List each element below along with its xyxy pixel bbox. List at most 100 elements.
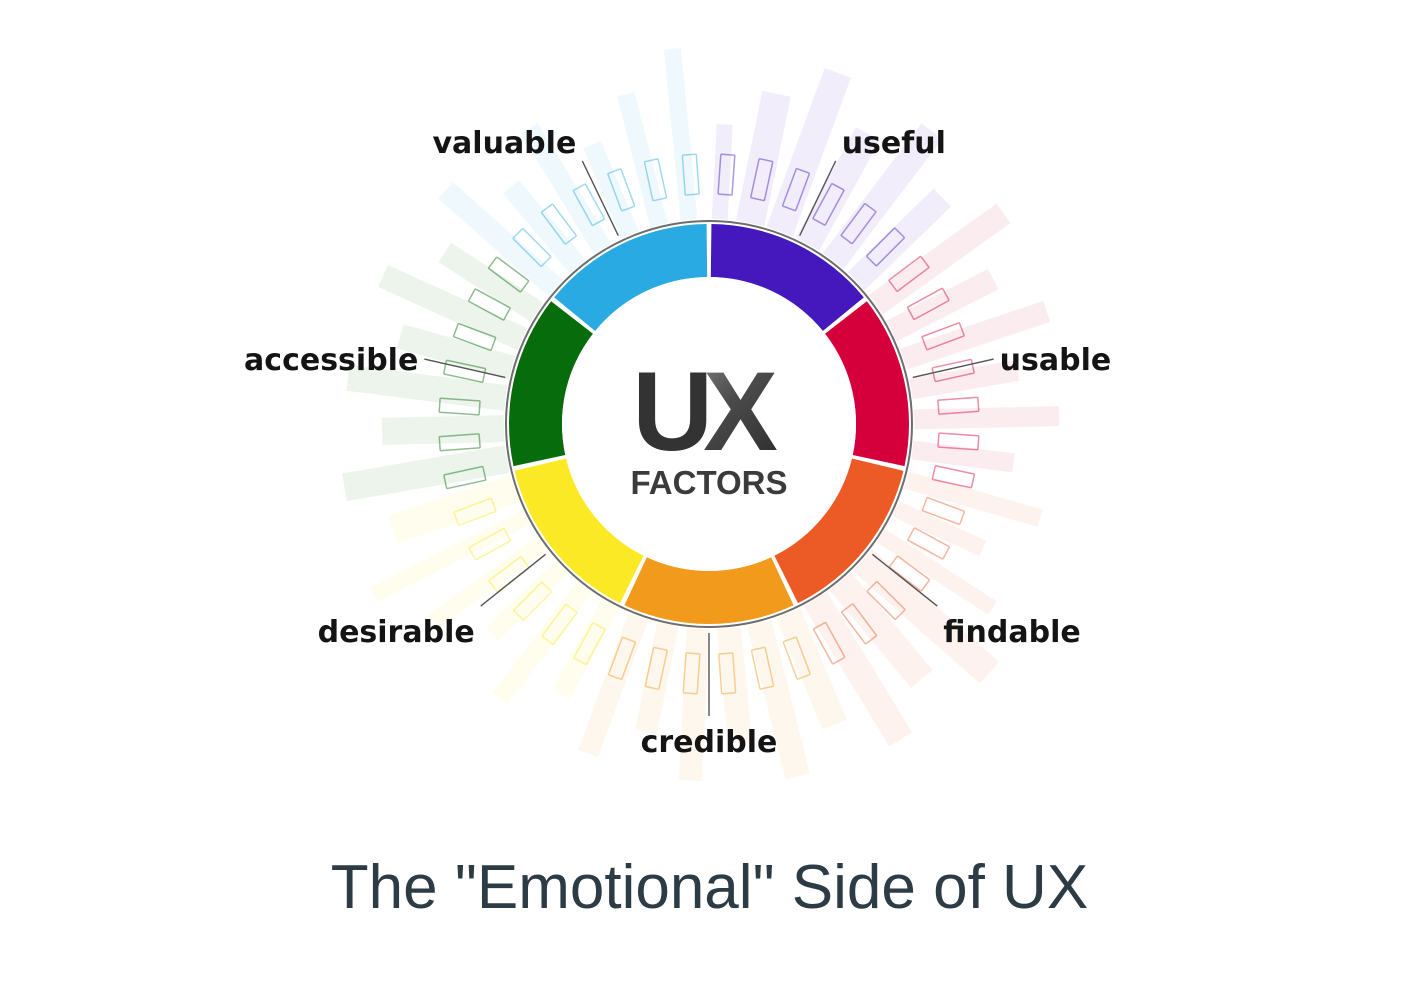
background-ray	[766, 68, 851, 237]
background-ray	[909, 360, 1020, 400]
outline-tick	[540, 203, 577, 245]
background-ray	[663, 47, 698, 221]
background-ray	[428, 536, 548, 629]
outline-tick	[682, 652, 701, 695]
label-useful: useful	[842, 126, 946, 161]
inner-disc	[562, 277, 856, 571]
caption: The "Emotional" Side of UX	[330, 853, 1089, 922]
logo-x: X	[703, 349, 777, 474]
outline-tick	[840, 203, 877, 245]
outline-tick	[937, 432, 980, 451]
background-ray	[822, 123, 943, 269]
outline-tick	[931, 358, 975, 383]
label-desirable: desirable	[318, 615, 475, 650]
background-ray	[911, 440, 1015, 473]
outline-tick	[931, 465, 975, 489]
leader-desirable	[480, 553, 547, 607]
ux-factors-logo: UX FACTORS	[630, 349, 787, 501]
outline-tick	[452, 323, 497, 351]
segment-usable	[825, 301, 909, 467]
outline-tick	[866, 227, 905, 267]
leader-useful	[799, 160, 837, 237]
outline-tick	[888, 255, 930, 292]
segment-valuable	[554, 224, 708, 331]
outline-tick	[937, 396, 980, 415]
logo-ux: UX	[632, 349, 777, 474]
background-ray	[635, 622, 679, 734]
segment-useful	[710, 224, 864, 331]
background-ray	[903, 471, 1043, 527]
outline-tick	[468, 528, 512, 561]
background-ray	[492, 581, 593, 705]
outline-tick	[438, 433, 481, 452]
outline-tick	[782, 167, 810, 212]
factor-ring	[509, 224, 909, 625]
outline-tick	[573, 622, 606, 665]
background-ray	[486, 560, 569, 641]
background-ray	[776, 608, 847, 730]
logo-factors: FACTORS	[630, 464, 787, 501]
outline-tick	[572, 183, 605, 227]
outline-tick	[718, 652, 737, 695]
outline-tick	[906, 287, 950, 320]
background-ray	[868, 203, 1011, 315]
outer-ring	[505, 220, 913, 628]
background-ray	[396, 324, 516, 381]
outline-tick	[541, 603, 578, 645]
leader-findable	[871, 553, 938, 607]
background-ray	[346, 364, 508, 411]
label-usable: usable	[1000, 343, 1112, 378]
outline-ticks	[438, 153, 980, 695]
background-ray	[913, 406, 1060, 430]
background-ray	[900, 301, 1051, 370]
background-ray	[617, 92, 668, 228]
outline-tick	[443, 359, 487, 383]
background-ray	[381, 415, 505, 445]
outline-tick	[813, 621, 846, 665]
background-ray	[876, 528, 997, 615]
segment-credible	[624, 557, 794, 625]
outline-tick	[750, 158, 774, 202]
label-leaders	[424, 160, 994, 716]
outline-tick	[921, 322, 965, 351]
outline-tick	[443, 465, 487, 490]
background-ray	[678, 628, 710, 782]
background-ray	[520, 123, 612, 255]
background-ray	[342, 445, 510, 502]
outline-tick	[812, 183, 845, 226]
outline-tick	[681, 153, 700, 196]
outline-tick	[607, 168, 636, 212]
outline-tick	[921, 497, 966, 525]
background-ray	[378, 265, 528, 351]
segment-accessible	[509, 301, 593, 467]
factor-labels: useful usable findable credible desirable acc…	[244, 126, 1111, 760]
background-ray	[829, 572, 933, 688]
outline-tick	[750, 646, 775, 690]
label-accessible: accessible	[244, 343, 418, 378]
label-valuable: valuable	[433, 126, 577, 161]
outline-tick	[644, 646, 668, 690]
outline-tick	[782, 636, 811, 680]
outline-tick	[438, 397, 481, 416]
label-findable: findable	[943, 615, 1080, 650]
background-ray	[746, 619, 810, 780]
outline-tick	[488, 256, 530, 293]
outline-tick	[643, 158, 668, 202]
background-ray	[502, 180, 586, 274]
label-credible: credible	[641, 725, 778, 760]
outline-tick	[468, 288, 511, 321]
logo-u: U	[632, 349, 707, 474]
background-ray	[370, 509, 530, 602]
leader-usable	[912, 358, 994, 379]
background-ray	[711, 123, 733, 220]
outline-tick	[608, 636, 636, 681]
background-ray	[583, 140, 639, 239]
background-ray	[803, 592, 913, 747]
outline-tick	[866, 581, 906, 620]
background-ray	[438, 242, 544, 322]
background-ray	[795, 127, 880, 251]
background-ray	[716, 626, 753, 744]
background-ray	[578, 612, 649, 758]
segment-desirable	[514, 458, 644, 604]
